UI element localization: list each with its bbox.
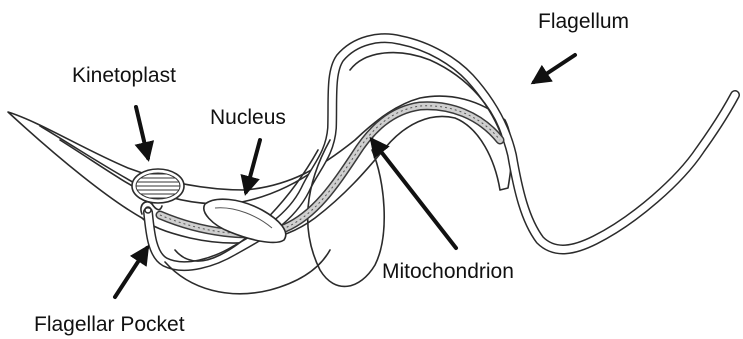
nucleus [204, 199, 286, 242]
posterior-loop [165, 250, 330, 294]
label-flagellar-pocket: Flagellar Pocket [34, 313, 185, 336]
arrow-flagellar-pocket [115, 248, 147, 297]
arrow-kinetoplast [136, 107, 148, 158]
arrow-mitochondrion [372, 140, 456, 248]
label-flagellum: Flagellum [538, 10, 629, 33]
label-kinetoplast: Kinetoplast [72, 64, 176, 87]
kinetoplast [132, 169, 184, 203]
arrow-nucleus [246, 140, 260, 192]
label-mitochondrion: Mitochondrion [382, 260, 514, 283]
label-nucleus: Nucleus [210, 106, 286, 129]
arrow-flagellum [534, 55, 575, 82]
